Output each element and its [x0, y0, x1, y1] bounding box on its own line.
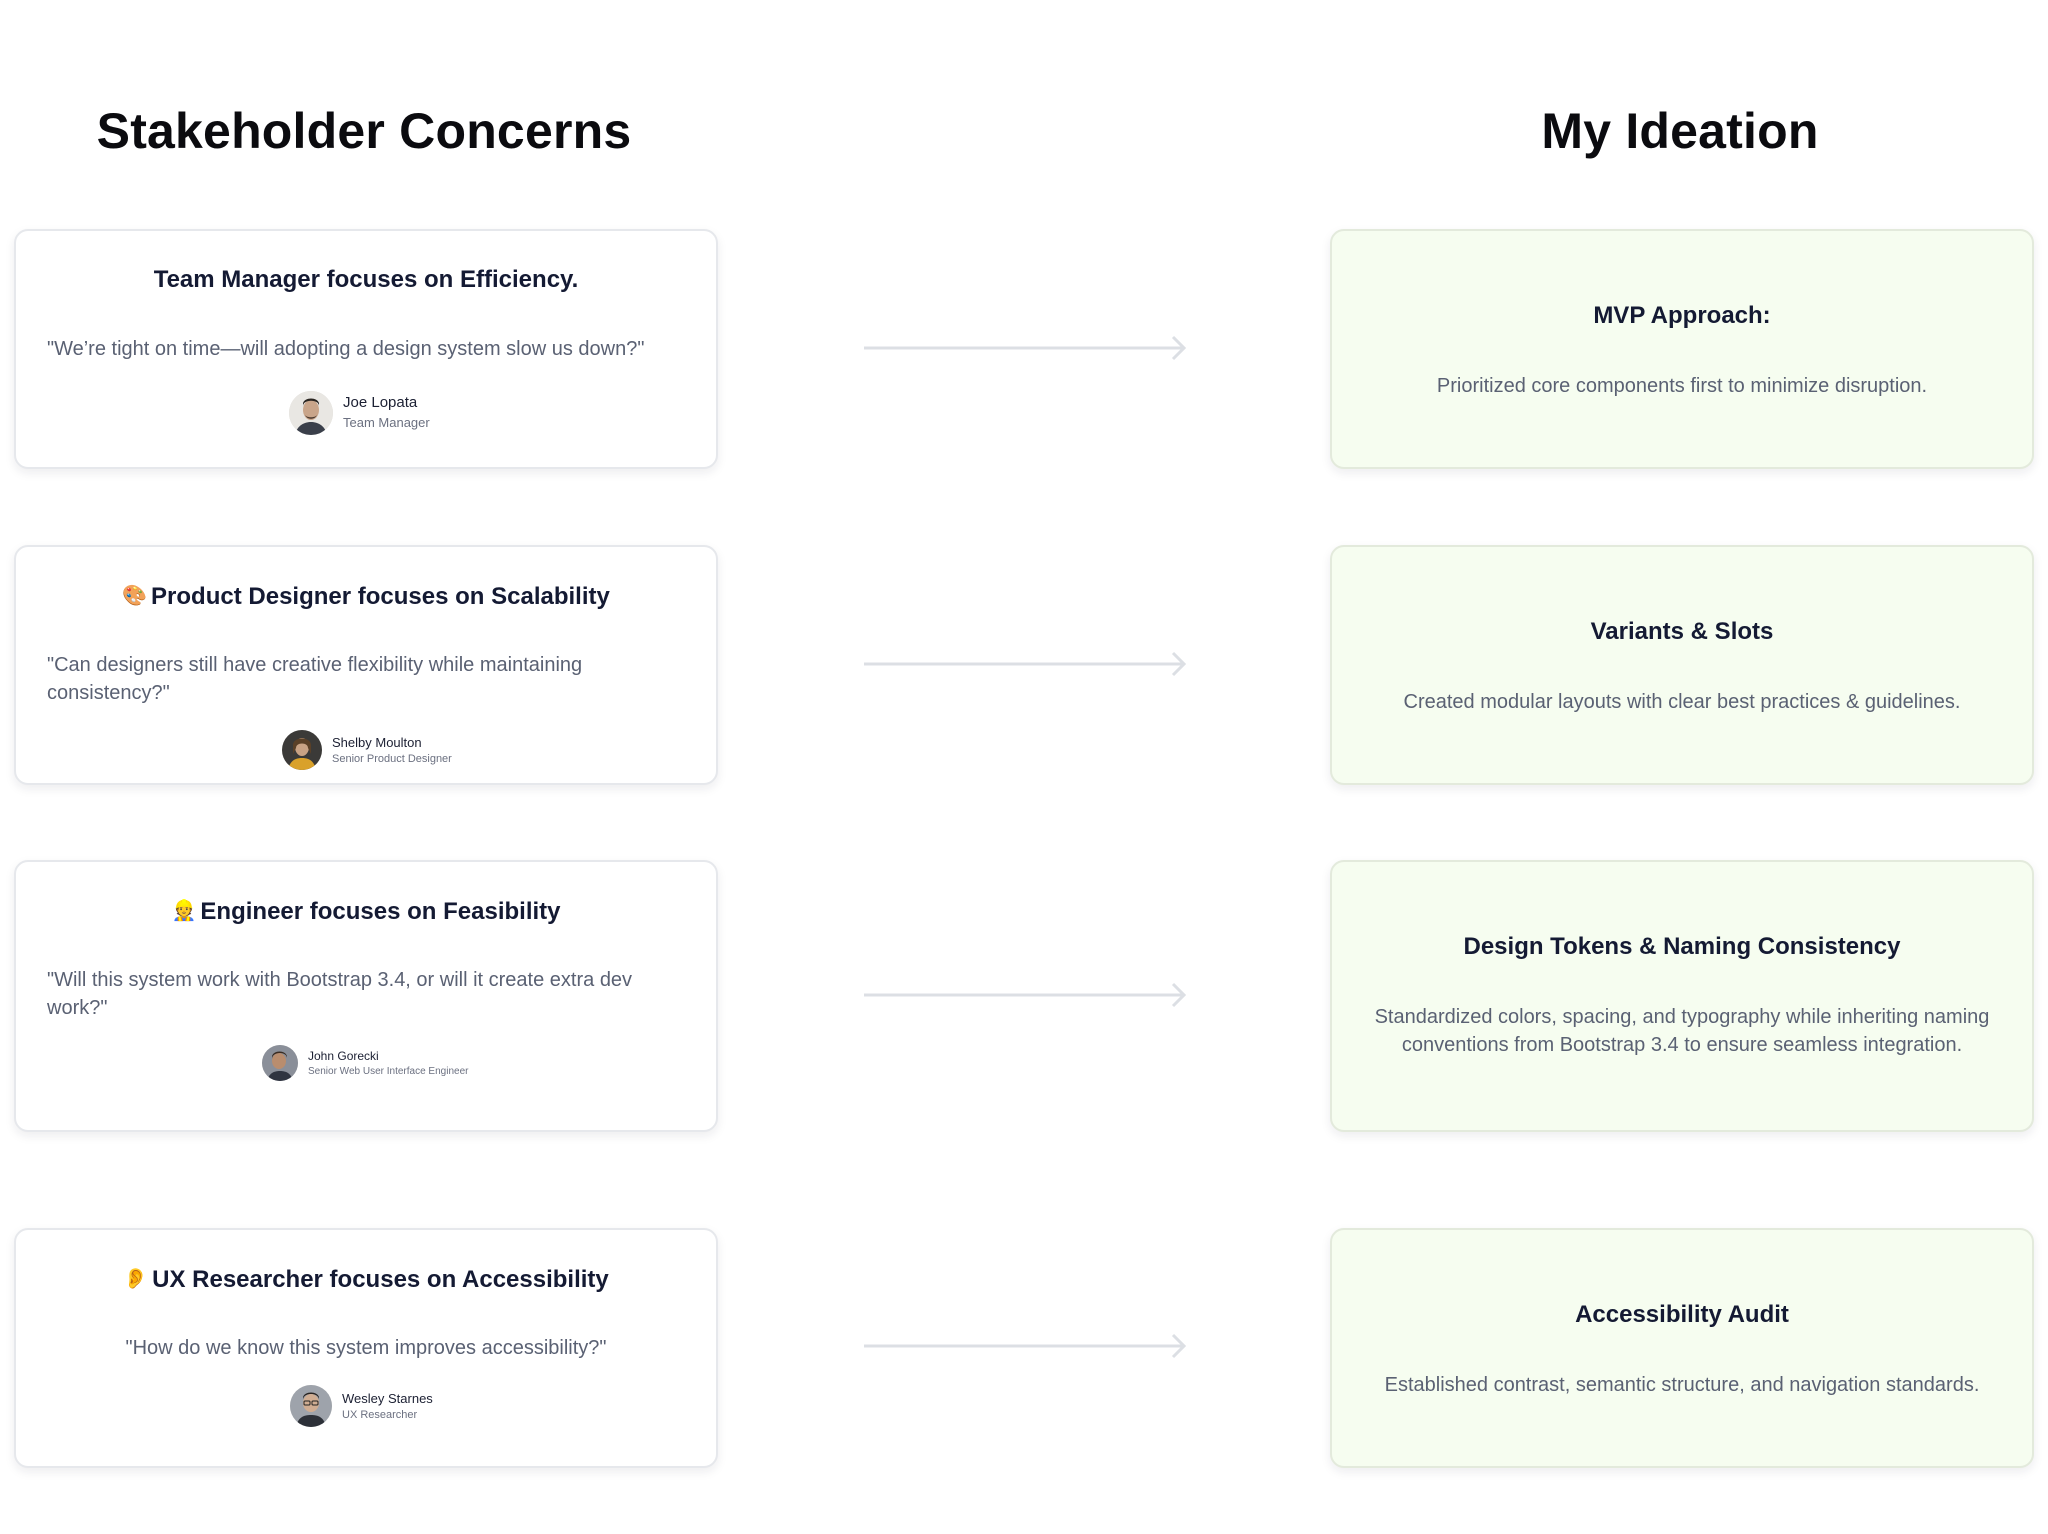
- idea-description: Prioritized core components first to min…: [1436, 375, 1928, 397]
- person-role: Senior Product Designer: [332, 752, 452, 765]
- ear-icon: 👂: [123, 1268, 149, 1290]
- concern-quote: "Will this system work with Bootstrap 3.…: [47, 969, 633, 1019]
- arrow-right-icon: [864, 982, 1187, 1008]
- idea-card-variants-slots: Variants & Slots Created modular layouts…: [1330, 545, 2034, 785]
- person-role: Team Manager: [343, 415, 430, 430]
- construction-worker-icon: 👷: [171, 900, 197, 922]
- person-name: Shelby Moulton: [332, 734, 422, 750]
- concern-title: 👂UX Researcher focuses on Accessibility: [16, 1262, 716, 1297]
- person-name: Wesley Starnes: [342, 1390, 433, 1406]
- concern-card-engineer: 👷Engineer focuses on Feasibility "Will t…: [14, 860, 718, 1132]
- concern-quote: "We’re tight on time—will adopting a des…: [47, 338, 645, 360]
- stakeholder-person: John Gorecki Senior Web User Interface E…: [262, 1045, 468, 1081]
- concern-card-team-manager: Team Manager focuses on Efficiency. "We’…: [14, 229, 718, 469]
- idea-description: Created modular layouts with clear best …: [1403, 691, 1961, 713]
- idea-card-design-tokens: Design Tokens & Naming Consistency Stand…: [1330, 860, 2034, 1132]
- idea-title: Accessibility Audit: [1575, 1301, 1789, 1328]
- idea-title: Variants & Slots: [1590, 618, 1774, 645]
- concern-title: Team Manager focuses on Efficiency.: [153, 266, 579, 293]
- idea-title: Design Tokens & Naming Consistency: [1463, 933, 1901, 960]
- avatar: [290, 1385, 332, 1427]
- person-role: Senior Web User Interface Engineer: [308, 1065, 469, 1077]
- person-name: John Gorecki: [308, 1048, 379, 1063]
- concern-card-product-designer: 🎨Product Designer focuses on Scalability…: [14, 545, 718, 785]
- stakeholder-person: Wesley Starnes UX Researcher: [290, 1385, 433, 1427]
- stakeholder-person: Shelby Moulton Senior Product Designer: [282, 730, 452, 770]
- concern-quote: "Can designers still have creative flexi…: [47, 654, 583, 704]
- arrow-right-icon: [864, 1333, 1187, 1359]
- concern-quote: "How do we know this system improves acc…: [125, 1337, 607, 1359]
- idea-description: Standardized colors, spacing, and typogr…: [1374, 1006, 1990, 1056]
- stakeholder-person: Joe Lopata Team Manager: [289, 391, 430, 435]
- avatar: [262, 1045, 298, 1081]
- idea-description: Established contrast, semantic structure…: [1384, 1374, 1980, 1396]
- arrow-right-icon: [864, 651, 1187, 677]
- stakeholder-concerns-heading: Stakeholder Concerns: [96, 103, 632, 159]
- concern-title: 👷Engineer focuses on Feasibility: [16, 894, 716, 929]
- avatar: [289, 391, 333, 435]
- idea-card-accessibility-audit: Accessibility Audit Established contrast…: [1330, 1228, 2034, 1468]
- concern-title: 🎨Product Designer focuses on Scalability: [16, 579, 716, 614]
- concern-card-ux-researcher: 👂UX Researcher focuses on Accessibility …: [14, 1228, 718, 1468]
- person-name: Joe Lopata: [343, 394, 418, 411]
- idea-card-mvp-approach: MVP Approach: Prioritized core component…: [1330, 229, 2034, 469]
- arrow-right-icon: [864, 335, 1187, 361]
- palette-icon: 🎨: [122, 585, 148, 607]
- person-role: UX Researcher: [342, 1408, 418, 1421]
- my-ideation-heading: My Ideation: [1541, 103, 1819, 159]
- avatar: [282, 730, 322, 770]
- idea-title: MVP Approach:: [1593, 302, 1771, 329]
